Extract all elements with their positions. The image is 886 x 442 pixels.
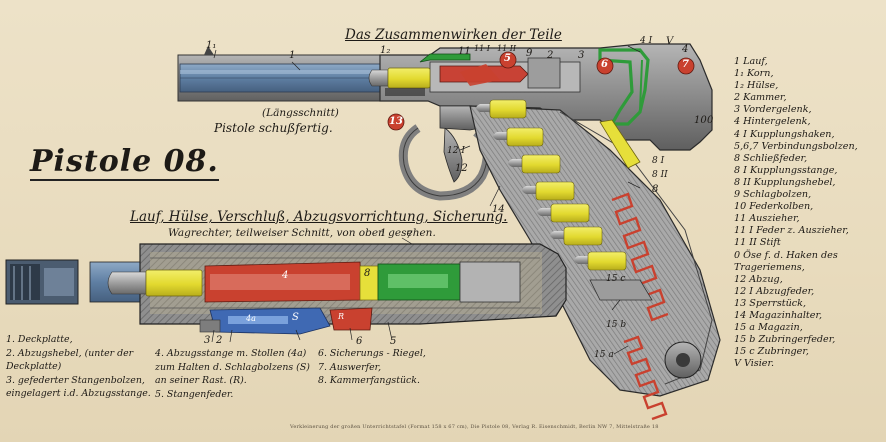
recoil-spring [611,192,669,421]
legend-item: 4. Abzugsstange m. Stollen (4a) [155,348,307,359]
part-number: 6 [601,59,608,70]
legend-item: 4 I Kupplungshaken, [734,128,835,140]
part-number: 11 [458,46,471,57]
legend-item: 11 I Feder z. Auszieher, [734,225,849,237]
part-number: 15 b [606,320,627,330]
part-number: 3 [578,50,585,61]
part-number: 15 a [594,350,614,360]
legend-item: Trageriemens, [734,261,805,273]
part-number: 14 [492,204,505,215]
legend-item: V Visier. [734,358,775,370]
part-number: 0 [707,115,714,126]
legend-item: 0 Öse f. d. Haken des [734,249,838,261]
part-number: 8 I [652,156,665,166]
part-number: 15 c [606,274,626,284]
footer-note: Verkleinerung der großen Unterrichtstafe… [290,424,659,430]
title-bottom: Lauf, Hülse, Verschluß, Abzugsvorrichtun… [130,209,508,225]
legend-item: 14 Magazinhalter, [734,309,823,321]
legend-item: 8. Kammerfangstück. [318,375,420,387]
legend-item: 10 Federkolben, [734,201,814,213]
legend-item: 1. Deckplatte, [6,334,73,345]
legend-item: 12 Abzug, [734,273,783,285]
part-number: S [292,312,299,323]
part-number: 1₁ [206,40,217,51]
part-number: 5 [390,336,397,347]
legend-item: 1₂ Hülse, [734,80,779,92]
legend-item: 8 II Kupplungshebel, [734,176,836,188]
part-number: 6 [356,336,363,347]
legend-item: 4 Hintergelenk, [734,116,811,128]
part-number: 10 [694,115,707,126]
legend-item: 3 Vordergelenk, [734,104,812,116]
part-number: 8 [652,184,659,195]
legend-item: 5. Stangenfeder. [155,388,234,400]
legend-item: 7. Auswerfer, [318,361,382,373]
part-number: 11 I [474,44,490,53]
part-number: 4 [682,44,689,55]
caption-section: (Längsschnitt) [262,107,339,119]
legend-bottom-col1: 1. Deckplatte, 2. Abzugshebel, (unter de… [6,333,151,401]
legend-item: zum Halten d. Schlagbolzens (S) [155,361,310,373]
legend-item: Deckplatte) [6,361,62,373]
bottom-pistol-drawing [5,237,567,343]
legend-item: 15 b Zubringerfeder, [734,334,836,346]
legend-item: 11 Auszieher, [734,213,800,225]
title-main: Pistole 08. [30,144,219,181]
part-number: 8 II [652,170,668,180]
legend-item: 2 Kammer, [734,92,787,104]
part-number: 7 [406,230,413,241]
part-number: 4 [282,270,289,281]
part-number: 1 [380,228,387,239]
legend-item: an seiner Rast. (R). [155,375,247,387]
part-number: 12 I [447,146,465,156]
legend-item: 12 I Abzugfeder, [734,285,815,297]
part-number: 2 [547,50,554,61]
legend-item: 2. Abzugshebel, (unter der [6,347,134,359]
part-number: 9 [526,48,533,59]
legend-item: 15 a Magazin, [734,322,803,334]
caption-ready: Pistole schußfertig. [214,121,333,135]
part-number: V [666,36,674,47]
legend-item: 8 Schließfeder, [734,152,808,164]
title-top: Das Zusammenwirken der Teile [345,27,562,43]
legend-item: eingelagert i.d. Abzugsstange. [6,388,151,400]
legend-right: 1 Lauf, 1₁ Korn, 1₂ Hülse, 2 Kammer, 3 V… [734,56,884,370]
chamber-cartridge [368,67,431,89]
part-number: R [338,312,345,321]
part-number: 1₂ [380,45,391,56]
legend-item: 8 I Kupplungsstange, [734,164,838,176]
legend-bottom-col2: 4. Abzugsstange m. Stollen (4a) zum Halt… [155,347,310,401]
legend-item: 1 Lauf, [734,56,768,67]
legend-item: 15 c Zubringer, [734,346,809,358]
part-number: 13 [389,116,403,127]
part-number: 5 [504,53,511,64]
part-number: 4 I [640,36,653,46]
part-number: 3 [204,335,211,346]
part-number: 1 [289,50,296,61]
top-pistol-drawing [177,43,721,421]
part-number: 8 [364,268,371,279]
legend-item: 13 Sperrstück, [734,297,807,309]
part-number: 12 [455,163,468,174]
legend-item: 11 II Stift [734,237,781,249]
magazine-cartridges [476,99,627,271]
part-number: 2 [216,335,223,346]
legend-item: 3. gefederter Stangenbolzen, [6,374,145,386]
legend-item: 6. Sicherungs - Riegel, [318,348,426,359]
part-number: 7 [682,59,689,70]
part-number: 4a [246,314,256,323]
legend-item: 1₁ Korn, [734,68,774,80]
legend-bottom-col3: 6. Sicherungs - Riegel, 7. Auswerfer, 8.… [318,347,426,388]
part-number: 11 II [497,44,517,53]
legend-item: 9 Schlagbolzen, [734,189,812,201]
caption-horizontal: Wagrechter, teilweiser Schnitt, von oben… [168,227,436,239]
legend-item: 5,6,7 Verbindungsbolzen, [734,140,858,152]
